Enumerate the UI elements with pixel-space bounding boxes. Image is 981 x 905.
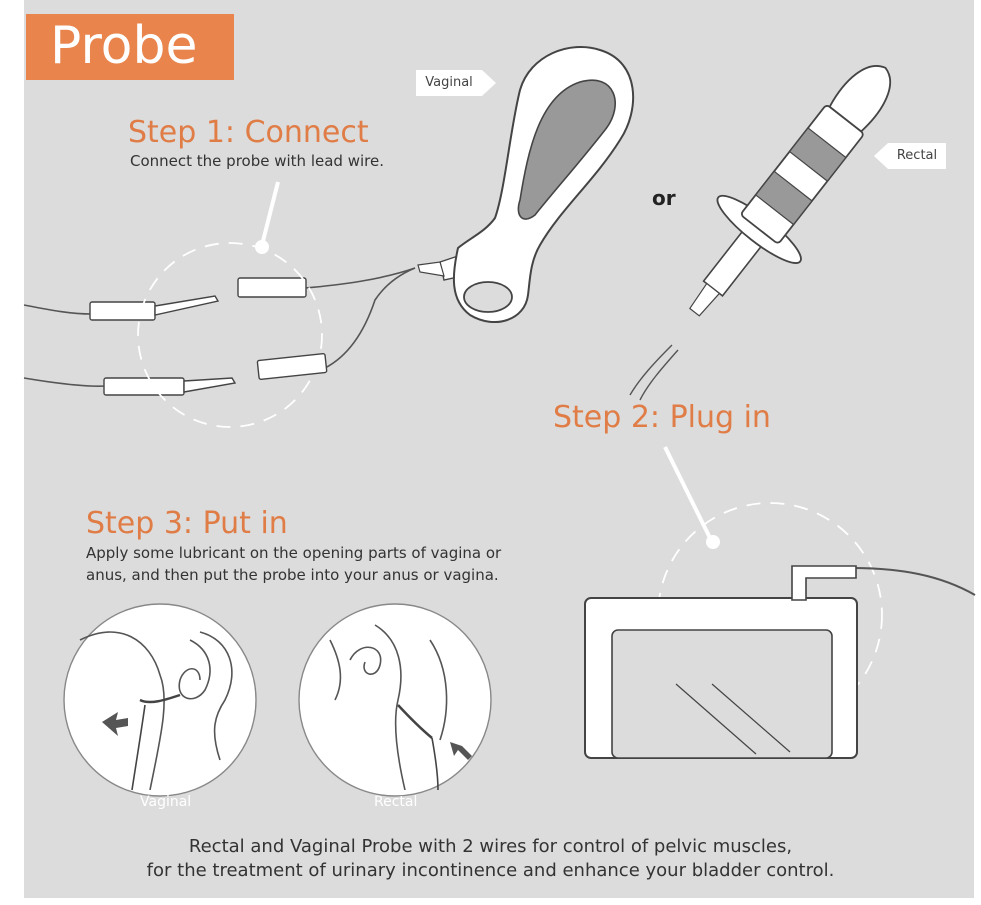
pointer-lines: [255, 181, 720, 549]
vaginal-probe-tag: Vaginal: [416, 70, 482, 96]
footer-caption-line1: Rectal and Vaginal Probe with 2 wires fo…: [188, 836, 793, 857]
step3-description-line1: Apply some lubricant on the opening part…: [86, 544, 502, 562]
vaginal-circle-label: Vaginal: [140, 794, 192, 810]
vaginal-probe-illustration: [417, 45, 635, 324]
title-banner: [26, 14, 234, 80]
lead-wires: [23, 267, 416, 387]
page-title: Probe: [50, 16, 198, 76]
or-separator: or: [652, 186, 676, 210]
stimulator-device-illustration: [584, 565, 976, 759]
footer-caption-line2: for the treatment of urinary incontinenc…: [146, 860, 835, 881]
step3-description-line2: anus, and then put the probe into your a…: [86, 566, 499, 584]
vaginal-insertion-illustration: [63, 603, 257, 797]
step1-description: Connect the probe with lead wire.: [130, 152, 384, 170]
rectal-probe-tag: Rectal: [888, 143, 946, 169]
step1-title: Step 1: Connect: [128, 115, 369, 150]
step2-title: Step 2: Plug in: [553, 400, 771, 435]
step3-title: Step 3: Put in: [86, 506, 288, 541]
tag-arrows: [482, 70, 888, 169]
wire-connectors: [89, 277, 328, 396]
rectal-insertion-illustration: [298, 603, 492, 797]
rectal-circle-label: Rectal: [374, 794, 418, 810]
rectal-probe-illustration: [629, 65, 891, 401]
